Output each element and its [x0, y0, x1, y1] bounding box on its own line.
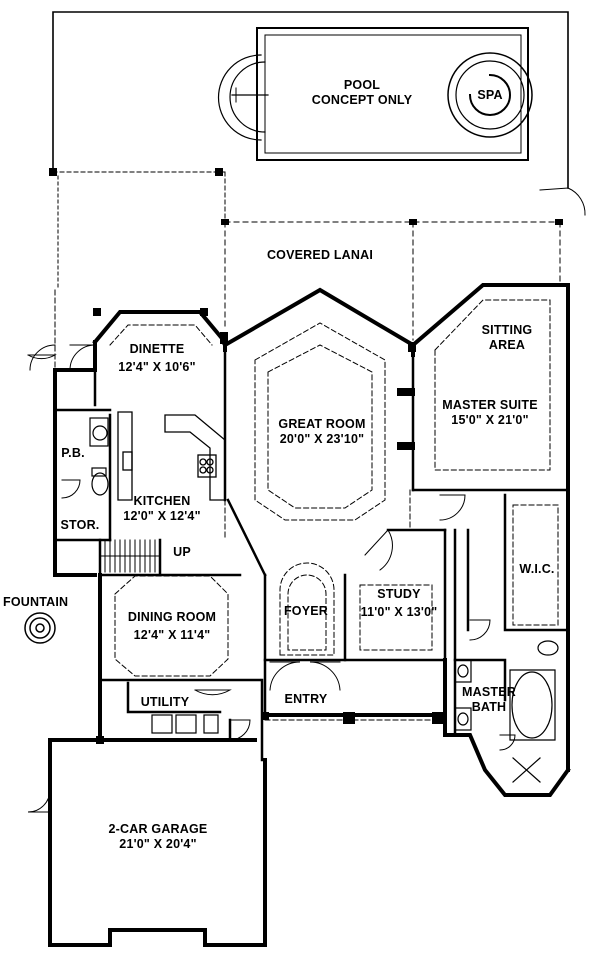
master-bath-fixtures [454, 640, 559, 783]
master-bath-line1: MASTER [462, 685, 516, 699]
wic-label-text: W.I.C. [519, 562, 555, 576]
pb-label: P.B. [61, 446, 85, 461]
powder-bath-fixtures [89, 417, 109, 496]
great-room-dims: 20'0" X 23'10" [279, 432, 365, 446]
wic-label: W.I.C. [519, 562, 554, 577]
master-suite-label: MASTER SUITE 15'0" X 21'0" [442, 398, 537, 428]
dining-room-name: DINING ROOM [127, 610, 217, 624]
utility-label: UTILITY [141, 695, 190, 710]
fountain-label-text: FOUNTAIN [3, 595, 69, 609]
exterior-walls [48, 283, 571, 947]
master-suite-name: MASTER SUITE [442, 398, 538, 412]
utility-label-text: UTILITY [140, 695, 190, 709]
wall-columns [93, 308, 444, 744]
interior-walls [53, 348, 570, 762]
kitchen-label: KITCHEN 12'0" X 12'4" [123, 494, 200, 524]
kitchen-dims: 12'0" X 12'4" [123, 509, 201, 523]
study-name: STUDY [377, 587, 421, 601]
master-suite-dims: 15'0" X 21'0" [451, 413, 529, 427]
dinette-label: DINETTE 12'4" X 10'6" [118, 342, 195, 375]
lanai-label-text: COVERED LANAI [266, 248, 374, 262]
foyer-label: FOYER [284, 604, 328, 619]
pool-deck [52, 11, 586, 223]
study-label: STUDY 11'0" X 13'0" [361, 587, 438, 620]
dining-room-label: DINING ROOM 12'4" X 11'4" [128, 610, 216, 643]
foyer-label-text: FOYER [283, 604, 329, 618]
pool [217, 27, 529, 161]
great-room-label: GREAT ROOM 20'0" X 23'10" [278, 417, 365, 447]
stair-up-text: UP [173, 545, 191, 559]
storage-label-text: STOR. [60, 518, 100, 532]
doors [27, 344, 516, 813]
pool-label-line1: POOL [343, 78, 381, 92]
pool-label-line2: CONCEPT ONLY [311, 93, 413, 107]
kitchen-counters [117, 411, 226, 501]
great-room-name: GREAT ROOM [278, 417, 366, 431]
study-dims: 11'0" X 13'0" [360, 605, 438, 619]
spa-label-text: SPA [477, 88, 503, 102]
stair-up-label: UP [173, 545, 191, 560]
utility-fixtures [151, 714, 219, 734]
pb-label-text: P.B. [61, 446, 85, 460]
dining-room-dims: 12'4" X 11'4" [133, 628, 211, 642]
fountain [24, 612, 56, 644]
spa [447, 52, 533, 138]
dinette-name: DINETTE [129, 342, 185, 356]
spa-label: SPA [477, 88, 502, 103]
entry-label: ENTRY [285, 692, 328, 707]
garage-dims: 21'0" X 20'4" [119, 837, 197, 851]
master-bath-line2: BATH [471, 700, 507, 714]
garage-name: 2-CAR GARAGE [108, 822, 208, 836]
lanai-label: COVERED LANAI [267, 248, 373, 263]
ceiling-details [54, 175, 559, 721]
kitchen-name: KITCHEN [133, 494, 191, 508]
pool-label: POOL CONCEPT ONLY [312, 78, 413, 108]
sitting-area-label: SITTING AREA [482, 323, 533, 353]
garage-label: 2-CAR GARAGE 21'0" X 20'4" [109, 822, 208, 852]
sitting-area-line1: SITTING [481, 323, 533, 337]
dinette-dims: 12'4" X 10'6" [118, 360, 196, 374]
master-bath-label: MASTER BATH [462, 685, 516, 715]
storage-label: STOR. [61, 518, 100, 533]
fountain-label: FOUNTAIN [3, 595, 68, 610]
sitting-area-line2: AREA [488, 338, 526, 352]
covered-lanai [224, 221, 561, 341]
stairs [99, 539, 161, 573]
entry-label-text: ENTRY [284, 692, 328, 706]
